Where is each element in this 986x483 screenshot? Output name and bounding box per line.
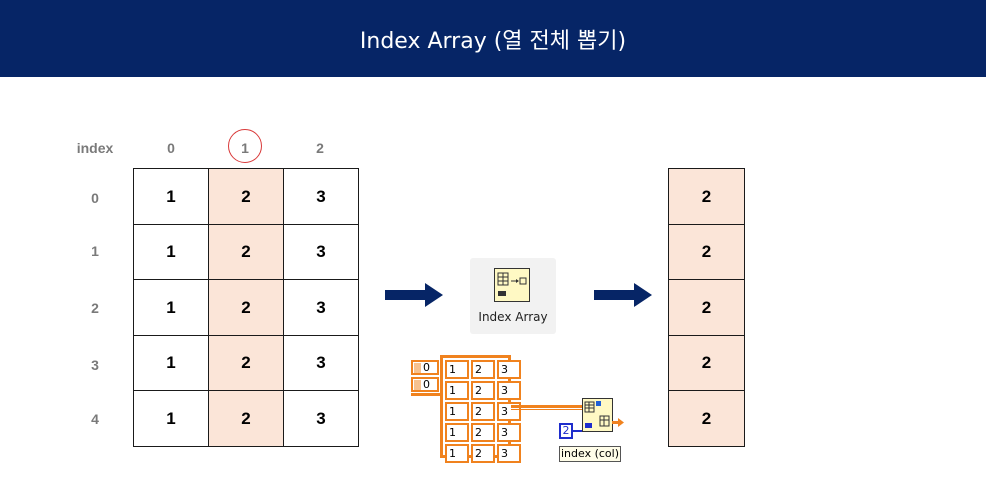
array-wire[interactable] [511,405,582,408]
index-wire [573,430,582,432]
lv-cell[interactable]: 1 [445,360,469,379]
index-constant-label: index (col) [559,446,621,462]
selected-column-circle [228,129,262,163]
array-cell: 1 [133,335,209,391]
row-header-0: 0 [91,190,99,206]
right-arrow-icon [385,283,443,307]
index-array-function-icon [494,268,530,302]
array-cell-highlighted: 2 [208,168,284,225]
array-cell: 1 [133,390,209,447]
index-header: index [76,140,114,156]
array-cell: 1 [133,224,209,280]
output-cell: 2 [668,168,745,225]
output-cell: 2 [668,224,745,280]
array-cell-highlighted: 2 [208,335,284,391]
array-cell-highlighted: 2 [208,390,284,447]
lv-cell[interactable]: 2 [471,423,495,442]
array-frame-bracket [411,393,440,396]
lv-cell[interactable]: 3 [497,360,521,379]
row-header-1: 1 [91,243,99,259]
page-title-bar: Index Array (열 전체 뽑기) [0,0,986,77]
lv-cell[interactable]: 1 [445,402,469,421]
output-array-table: 2 2 2 2 2 [668,168,745,447]
lv-cell[interactable]: 1 [445,423,469,442]
array-cell: 3 [283,279,359,336]
row-header-4: 4 [91,411,99,427]
output-terminal-icon [618,418,624,427]
lv-cell[interactable]: 2 [471,444,495,463]
array-cell: 1 [133,168,209,225]
array-cell: 3 [283,335,359,391]
column-header-0: 0 [167,140,175,156]
output-cell: 2 [668,390,745,447]
lv-cell[interactable]: 3 [497,423,521,442]
row-header-3: 3 [91,357,99,373]
right-arrow-icon [594,283,652,307]
row-header-2: 2 [91,300,99,316]
array-cell-highlighted: 2 [208,279,284,336]
array-cell: 1 [133,279,209,336]
array-cell-highlighted: 2 [208,224,284,280]
input-array-table: 1 2 3 1 2 3 1 2 3 1 2 3 1 2 3 [133,168,359,447]
lv-cell[interactable]: 2 [471,381,495,400]
array-wire [511,409,582,410]
lv-cell[interactable]: 2 [471,402,495,421]
index-array-node[interactable] [582,398,613,432]
labview-array-cells: 1 2 3 1 2 3 1 2 3 1 2 3 1 2 3 [443,358,523,465]
page-title: Index Array (열 전체 뽑기) [359,28,627,54]
array-cell: 3 [283,168,359,225]
array-cell: 3 [283,390,359,447]
output-cell: 2 [668,279,745,336]
array-cell: 3 [283,224,359,280]
column-header-2: 2 [316,140,324,156]
lv-cell[interactable]: 1 [445,444,469,463]
lv-cell[interactable]: 1 [445,381,469,400]
index-control[interactable]: 0 [411,360,439,375]
lv-cell[interactable]: 2 [471,360,495,379]
lv-cell[interactable]: 3 [497,444,521,463]
output-cell: 2 [668,335,745,391]
index-constant[interactable]: 2 [559,423,573,439]
output-wire [612,421,620,424]
index-control[interactable]: 0 [411,377,439,392]
index-array-label: Index Array [478,310,548,324]
lv-cell[interactable]: 3 [497,381,521,400]
